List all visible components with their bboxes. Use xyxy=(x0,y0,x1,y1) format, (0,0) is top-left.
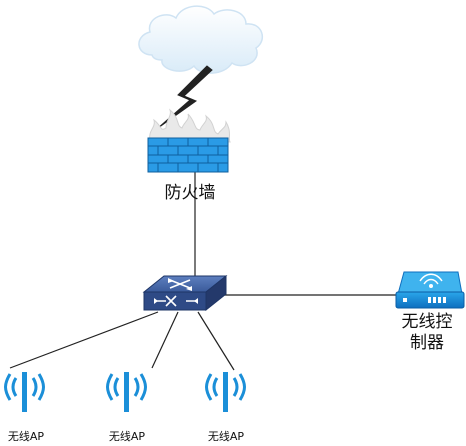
link-switch-ap3 xyxy=(197,311,235,371)
access-point-label: 无线AP xyxy=(207,430,245,443)
wireless-controller-label: 无线控 制器 xyxy=(398,312,456,354)
access-point-icon xyxy=(205,372,246,412)
link-switch-ap2 xyxy=(151,311,179,369)
wireless-controller-label-line1: 无线控 xyxy=(401,312,453,332)
switch-icon xyxy=(142,274,228,312)
access-point-label: 无线AP xyxy=(108,430,146,443)
access-point-label: 无线AP xyxy=(7,430,45,443)
firewall-icon xyxy=(147,108,231,173)
access-point-icon xyxy=(4,372,45,412)
access-point-icon xyxy=(106,372,147,412)
links xyxy=(9,172,398,371)
wireless-controller-icon xyxy=(395,271,465,309)
firewall-label: 防火墙 xyxy=(164,183,216,203)
lightning-icon xyxy=(157,65,213,129)
wireless-controller-label-line2: 制器 xyxy=(410,333,444,353)
link-switch-ap1 xyxy=(9,311,159,369)
cloud-icon xyxy=(138,5,264,74)
